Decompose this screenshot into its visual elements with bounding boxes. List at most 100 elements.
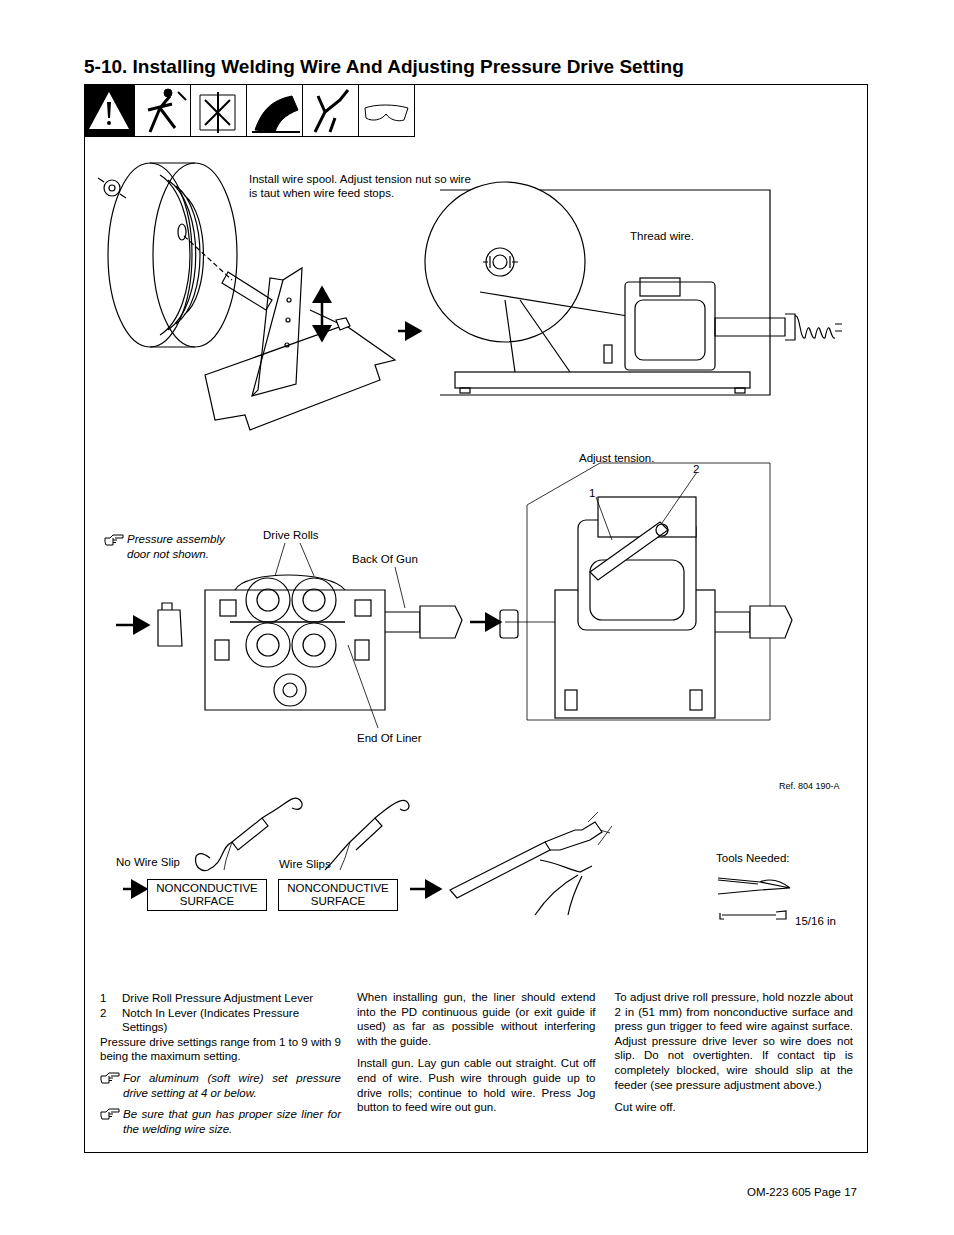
instruction-text: Adjust tension. <box>579 451 654 466</box>
drive-roll-assembly <box>303 589 325 611</box>
feeder-side-view <box>505 300 570 372</box>
safety-icons <box>89 92 129 129</box>
drive-roll-assembly <box>283 683 297 697</box>
spool-installation <box>222 272 272 310</box>
drive-roll-assembly <box>246 578 290 622</box>
note-hand-icon <box>101 1109 119 1119</box>
drive-roll-assembly <box>470 621 500 624</box>
feeder-side-view <box>785 314 795 340</box>
spool-installation <box>336 318 350 330</box>
spool-installation <box>321 288 324 320</box>
spool-installation <box>150 163 195 347</box>
part-label: Drive Rolls <box>263 528 319 543</box>
safety-icons <box>164 89 172 97</box>
callout-number: 1 <box>589 486 595 501</box>
wire-slip-test <box>535 860 592 915</box>
drive-roll-assembly <box>116 624 148 627</box>
drive-roll-assembly <box>385 612 420 632</box>
drive-roll-assembly <box>116 543 500 728</box>
spool-installation <box>252 268 302 396</box>
safety-icons <box>191 85 247 137</box>
box-text: NONCONDUCTIVE SURFACE <box>152 882 262 908</box>
body-text: Pressure drive settings range from 1 to … <box>100 1035 341 1064</box>
box-text: NONCONDUCTIVE SURFACE <box>283 882 393 908</box>
drive-roll-assembly <box>395 567 405 608</box>
step-arrow <box>398 330 420 333</box>
callout-number: 2 <box>100 1006 122 1035</box>
surface-box: NONCONDUCTIVE SURFACE <box>147 879 267 911</box>
drive-roll-assembly <box>275 543 314 576</box>
callout-row: 1Drive Roll Pressure Adjustment Lever <box>100 991 341 1006</box>
wire-slip-test <box>410 888 440 891</box>
feeder-side-view <box>483 256 518 268</box>
drive-roll-assembly <box>355 600 371 616</box>
feeder-side-view <box>455 372 750 388</box>
instruction-text: Cut wire off. <box>615 1100 854 1115</box>
surface-box: NONCONDUCTIVE SURFACE <box>278 879 398 911</box>
pressure-lever-view <box>750 606 792 638</box>
drive-roll-assembly <box>220 600 236 616</box>
tools-needed <box>720 911 786 919</box>
spool-installation <box>252 278 283 396</box>
pressure-lever-view <box>500 463 792 720</box>
wire-slip-test <box>232 818 268 850</box>
note-text: Be sure that gun has proper size liner f… <box>123 1107 341 1136</box>
feeder-side-view <box>625 282 715 370</box>
tools-needed <box>718 878 790 919</box>
pressure-lever-view <box>715 612 750 632</box>
spool-installation <box>153 163 237 347</box>
page-title: 5-10. Installing Welding Wire And Adjust… <box>84 56 684 78</box>
drive-roll-assembly <box>246 623 290 667</box>
instruction-text: Install gun. Lay gun cable out straight.… <box>357 1056 596 1114</box>
feeder-side-view <box>735 388 745 393</box>
spool-installation <box>286 318 290 322</box>
spool-installation <box>321 320 324 340</box>
note-hand-icon <box>100 1108 120 1120</box>
wire-slip-test <box>224 842 232 870</box>
note-hand-icon <box>100 1072 120 1084</box>
spool-installation <box>178 224 186 240</box>
drive-roll-assembly <box>292 623 336 667</box>
pressure-lever-view <box>590 522 668 580</box>
wire-slip-test <box>123 888 146 891</box>
reference-number: Ref. 804 190-A <box>779 781 840 792</box>
test-label: No Wire Slip <box>116 855 180 870</box>
drive-roll-assembly <box>205 590 385 710</box>
spool-installation <box>104 180 120 196</box>
drive-roll-assembly <box>158 603 182 646</box>
wire-slip-test <box>340 842 350 870</box>
drive-roll-assembly <box>303 634 325 656</box>
safety-icons <box>85 85 415 137</box>
wire-slip-test <box>545 822 602 850</box>
drive-roll-assembly <box>292 578 336 622</box>
safety-icons <box>107 121 111 125</box>
safety-icons <box>178 92 186 100</box>
body-text: Pressure drive settings range from 1 to … <box>100 1036 341 1063</box>
safety-icons <box>205 92 230 133</box>
page-footer: OM-223 605 Page 17 <box>747 1185 857 1200</box>
callout-row: 2Notch In Lever (Indicates Pressure Sett… <box>100 1006 341 1035</box>
safety-icons <box>303 85 359 137</box>
drive-roll-assembly <box>257 589 279 611</box>
legend-column: 1Drive Roll Pressure Adjustment Lever2No… <box>100 991 341 1136</box>
note: For aluminum (soft wire) set pressure dr… <box>100 1071 341 1100</box>
note-hand-icon <box>101 1073 119 1083</box>
spool-installation <box>160 175 204 335</box>
feeder-side-view <box>604 345 612 363</box>
wire-slip-test <box>262 798 302 818</box>
spool-installation <box>205 325 395 430</box>
part-label: End Of Liner <box>357 731 422 746</box>
tools-label: Tools Needed: <box>716 851 790 866</box>
note-text: Pressure assembly door not shown. <box>127 532 247 562</box>
feeder-side-view <box>493 255 507 269</box>
page-frame <box>85 85 868 1153</box>
drive-roll-assembly <box>274 674 306 706</box>
pressure-lever-view <box>500 610 518 638</box>
drive-roll-assembly <box>257 634 279 656</box>
wire-slip-test <box>196 842 233 871</box>
safety-icons <box>148 96 175 132</box>
safety-icons <box>255 96 298 132</box>
instruction-columns: When installing gun, the liner should ex… <box>357 990 853 1123</box>
feeder-side-view <box>835 324 842 331</box>
pressure-lever-view <box>690 690 702 710</box>
